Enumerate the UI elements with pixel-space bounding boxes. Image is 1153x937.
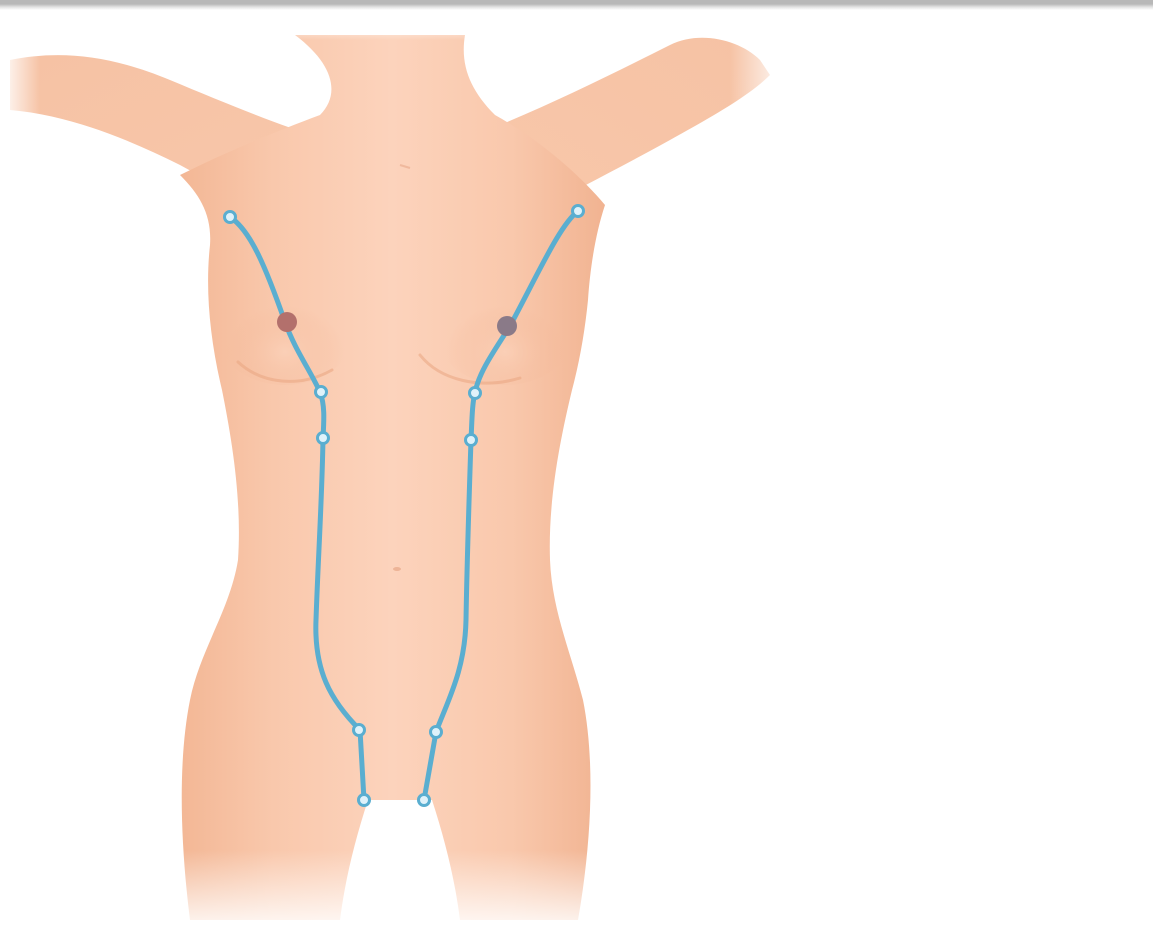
left-nipple-marker bbox=[277, 312, 297, 332]
node-icon bbox=[318, 433, 329, 444]
node-icon bbox=[470, 388, 481, 399]
right-nipple-marker bbox=[497, 316, 517, 336]
node-icon bbox=[431, 727, 442, 738]
navel bbox=[393, 567, 401, 571]
torso bbox=[180, 35, 605, 920]
node-icon bbox=[225, 212, 236, 223]
node-icon bbox=[419, 795, 430, 806]
node-icon bbox=[466, 435, 477, 446]
node-icon bbox=[354, 725, 365, 736]
node-icon bbox=[573, 206, 584, 217]
node-icon bbox=[316, 387, 327, 398]
node-icon bbox=[359, 795, 370, 806]
